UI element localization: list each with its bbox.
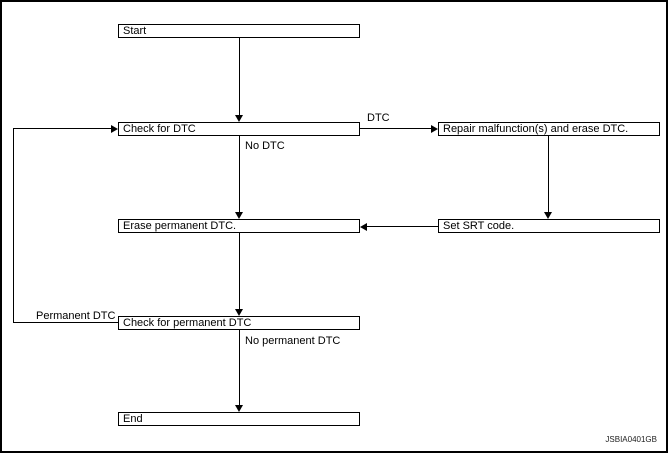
arrowhead-right-icon (111, 125, 118, 133)
edge-label-no-dtc: No DTC (245, 140, 285, 152)
node-erase-permanent-dtc: Erase permanent DTC. (118, 219, 360, 233)
edge-label-no-permanent-dtc: No permanent DTC (245, 335, 341, 347)
arrowhead-down-icon (544, 212, 552, 219)
connector-feedback-vertical (13, 128, 14, 323)
connector-check-permanent-to-end (239, 330, 240, 406)
arrowhead-down-icon (235, 309, 243, 316)
arrowhead-down-icon (235, 212, 243, 219)
connector-start-to-check-dtc (239, 38, 240, 117)
node-set-srt-code: Set SRT code. (438, 219, 660, 233)
connector-feedback-bottom (13, 322, 118, 323)
edge-label-dtc: DTC (367, 112, 390, 124)
connector-erase-permanent-to-check-permanent (239, 233, 240, 310)
node-check-permanent-dtc: Check for permanent DTC (118, 316, 360, 330)
node-check-dtc: Check for DTC (118, 122, 360, 136)
node-repair-erase-dtc: Repair malfunction(s) and erase DTC. (438, 122, 660, 136)
connector-check-dtc-to-repair (360, 128, 432, 129)
connector-feedback-top (13, 128, 112, 129)
arrowhead-left-icon (360, 223, 367, 231)
edge-label-permanent-dtc: Permanent DTC (36, 310, 116, 322)
connector-repair-to-set-srt (548, 136, 549, 213)
connector-set-srt-to-erase-permanent (367, 226, 438, 227)
node-start: Start (118, 24, 360, 38)
arrowhead-right-icon (431, 125, 438, 133)
connector-check-dtc-to-erase-permanent (239, 136, 240, 213)
arrowhead-down-icon (235, 115, 243, 122)
figure-code: JSBIA0401GB (605, 435, 657, 444)
arrowhead-down-icon (235, 405, 243, 412)
node-end: End (118, 412, 360, 426)
